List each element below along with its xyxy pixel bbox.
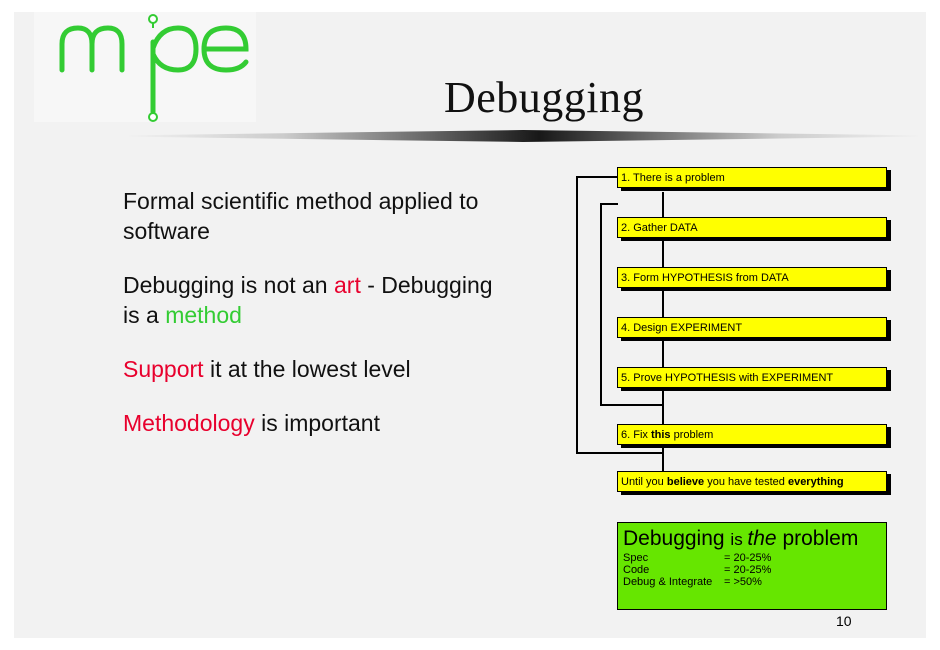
step-4: 4. Design EXPERIMENT xyxy=(617,317,887,338)
bullet-2-part-4: method xyxy=(165,302,242,328)
page-number: 10 xyxy=(836,613,852,629)
summary-row-1: Spec = 20-25% xyxy=(623,552,881,564)
until-t1: Until you xyxy=(621,476,667,488)
step-3-text: 3. Form HYPOTHESIS from DATA xyxy=(621,272,789,284)
bullet-3-part-1: Support xyxy=(123,356,204,382)
bullet-2: Debugging is not an art - Debugging is a… xyxy=(123,270,503,330)
inner-loop-top xyxy=(600,203,618,205)
mpe-logo xyxy=(59,14,249,122)
summary-row-3: Debug & Integrate = >50% xyxy=(623,576,881,588)
until-b1: believe xyxy=(666,476,705,488)
step-5: 5. Prove HYPOTHESIS with EXPERIMENT xyxy=(617,367,887,388)
summary-row-value: = 20-25% xyxy=(724,564,772,576)
summary-title: Debugging is the problem xyxy=(623,527,881,552)
step-6-text: 6. Fix xyxy=(621,429,651,441)
summary-box: Debugging is the problem Spec= 20-25%Cod… xyxy=(617,522,887,610)
bullet-3: Support it at the lowest level xyxy=(123,354,503,384)
summary-row-2: Code = 20-25% xyxy=(623,564,881,576)
step-6-text-end: problem xyxy=(670,429,714,441)
inner-loop-left xyxy=(600,203,602,406)
until-condition: Until you believe you have tested everyt… xyxy=(617,471,887,492)
bullet-2-part-2: art xyxy=(334,272,361,298)
bullet-4: Methodology is important xyxy=(123,408,503,438)
bullet-list: Formal scientific method applied to soft… xyxy=(123,186,503,462)
slide: Debugging Formal scientific method appli… xyxy=(14,12,926,638)
step-6: 6. Fix this problem xyxy=(617,424,887,445)
summary-row-label: Spec xyxy=(623,552,649,564)
bullet-1: Formal scientific method applied to soft… xyxy=(123,186,503,246)
bullet-4-part-2: is important xyxy=(254,410,380,436)
inner-loop-bottom xyxy=(600,404,664,406)
until-b2: everything xyxy=(787,476,844,488)
until-t2: you have tested xyxy=(704,476,788,488)
step-3: 3. Form HYPOTHESIS from DATA xyxy=(617,267,887,288)
title-divider xyxy=(124,130,922,142)
bullet-2-part-3: - Debugging is a xyxy=(123,272,493,328)
bullet-3-part-2: it at the lowest level xyxy=(203,356,411,382)
step-4-text: 4. Design EXPERIMENT xyxy=(621,322,743,334)
summary-row-label: Code xyxy=(623,564,650,576)
step-2: 2. Gather DATA xyxy=(617,217,887,238)
outer-loop-bottom xyxy=(576,452,664,454)
step-1: 1. There is a problem xyxy=(617,167,887,188)
step-1-text: 1. There is a problem xyxy=(621,172,725,184)
summary-title-the: the xyxy=(747,527,777,550)
slide-title: Debugging xyxy=(444,73,645,122)
summary-title-is: is xyxy=(730,530,748,549)
summary-rows: Spec= 20-25%Code= 20-25%Debug & Integrat… xyxy=(623,552,881,588)
summary-row-label: Debug & Integrate xyxy=(623,576,713,588)
bullet-1-part-1: Formal scientific method applied to soft… xyxy=(123,188,479,244)
logo-area xyxy=(34,12,256,122)
summary-row-value: = 20-25% xyxy=(724,552,772,564)
summary-title-post: problem xyxy=(776,527,859,550)
outer-loop-left xyxy=(576,176,578,454)
summary-title-pre: Debugging xyxy=(623,527,731,550)
step-2-text: 2. Gather DATA xyxy=(621,222,698,234)
bullet-4-part-1: Methodology xyxy=(123,410,255,436)
step-6-bold: this xyxy=(650,429,671,441)
method-flowchart: 1. There is a problem 2. Gather DATA 3. Fo… xyxy=(14,12,926,638)
bullet-2-part-1: Debugging is not an xyxy=(123,272,334,298)
step-5-text: 5. Prove HYPOTHESIS with EXPERIMENT xyxy=(621,372,834,384)
outer-loop-top xyxy=(576,176,618,178)
summary-row-value: = >50% xyxy=(724,576,762,588)
